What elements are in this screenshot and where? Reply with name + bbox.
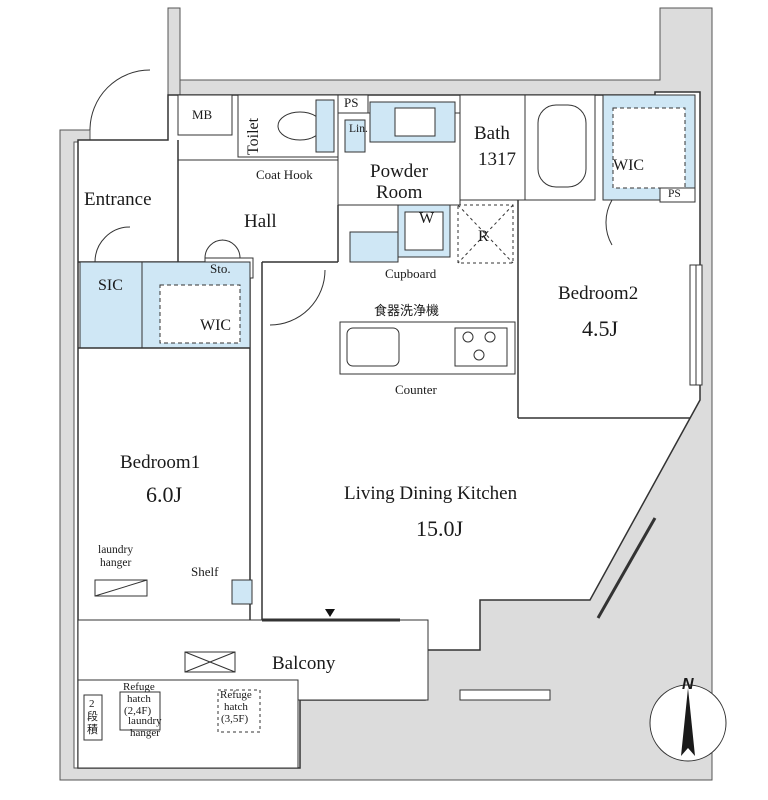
balcony-lower: [77, 679, 299, 769]
wall-column: [167, 7, 181, 96]
wic-bedroom1-label: WIC: [200, 317, 232, 334]
bedroom1-area-label: 6.0J: [146, 482, 183, 507]
wic-bedroom2-inner: [612, 107, 686, 189]
steps-label-3: 積: [87, 723, 98, 736]
lin-label: Lin.: [349, 123, 368, 135]
sic-label: SIC: [98, 277, 123, 294]
refuge1-label-3: (2,4F): [124, 705, 152, 717]
laundry2-label-1: laundry: [128, 715, 162, 727]
compass-label: N: [682, 676, 694, 693]
washer-icon: [404, 211, 444, 251]
bedroom2-label: Bedroom2: [558, 283, 639, 304]
wic-bedroom1-inner: [159, 284, 241, 344]
powder-room-label-2: Room: [376, 182, 423, 203]
cupboard-label: Cupboard: [385, 266, 437, 281]
shelf-box: [231, 579, 253, 605]
refuge2-label-1: Refuge: [220, 689, 252, 701]
sink-icon: [394, 107, 436, 137]
toilet-storage: [315, 99, 335, 153]
counter-label: Counter: [395, 382, 437, 397]
hall-label: Hall: [244, 211, 277, 232]
refuge2-label-3: (3,5F): [221, 713, 249, 725]
linen-closet: [344, 119, 366, 153]
cupboard-box: [349, 231, 399, 263]
window-ldk-bottom: [459, 689, 551, 701]
window-ldk-diagonal: [596, 517, 657, 619]
ps-right-label: PS: [668, 188, 681, 200]
steps-label-1: 2: [89, 698, 95, 710]
ps-right-box: [659, 187, 696, 203]
kitchen-sink-icon: [346, 327, 400, 367]
toilet-label: Toilet: [245, 117, 262, 155]
entrance-label: Entrance: [84, 189, 152, 210]
bathtub-icon: [537, 104, 587, 188]
door-marker-icon: [325, 609, 335, 617]
laundry2-label-2: hanger: [130, 727, 160, 739]
bedroom2-area-label: 4.5J: [582, 316, 619, 341]
ldk-area-label: 15.0J: [416, 516, 464, 541]
ps-top-label: PS: [344, 95, 359, 110]
mb-closet: [177, 94, 233, 136]
laundry-label-1: laundry: [98, 544, 134, 556]
ldk-label: Living Dining Kitchen: [344, 483, 518, 504]
powder-room-label-1: Powder: [370, 161, 429, 182]
compass-icon: [649, 684, 727, 762]
shelf-label: Shelf: [191, 564, 219, 579]
toilet-bowl-icon: [277, 111, 323, 141]
steps-box: [83, 694, 103, 741]
refuge-hatch-3-5f: [217, 689, 261, 733]
refuge1-label-1: Refuge: [123, 681, 155, 693]
steps-label-2: 段: [87, 710, 98, 723]
mb-label: MB: [192, 107, 213, 122]
refuge1-label-2: hatch: [127, 693, 151, 705]
bath-room: [459, 94, 526, 201]
coat-hook-label: Coat Hook: [256, 167, 313, 182]
wic-bedroom2-label: WIC: [613, 157, 645, 174]
refrigerator-label: R: [478, 228, 489, 245]
bath-size-label: 1317: [478, 149, 516, 170]
stove-icon: [454, 327, 508, 367]
entrance-door-swing: [89, 69, 151, 131]
bedroom1-label: Bedroom1: [120, 452, 201, 473]
refuge-hatch-2-4f: [119, 691, 161, 731]
laundry-label-2: hanger: [100, 557, 132, 569]
sto-label: Sto.: [210, 261, 231, 276]
refuge2-label-2: hatch: [224, 701, 248, 713]
washer-label: W: [419, 210, 435, 227]
sic-closet: [79, 261, 143, 349]
bath-label: Bath: [474, 123, 510, 144]
balcony-label: Balcony: [272, 653, 336, 674]
dishwasher-label: 食器洗浄機: [374, 304, 440, 319]
